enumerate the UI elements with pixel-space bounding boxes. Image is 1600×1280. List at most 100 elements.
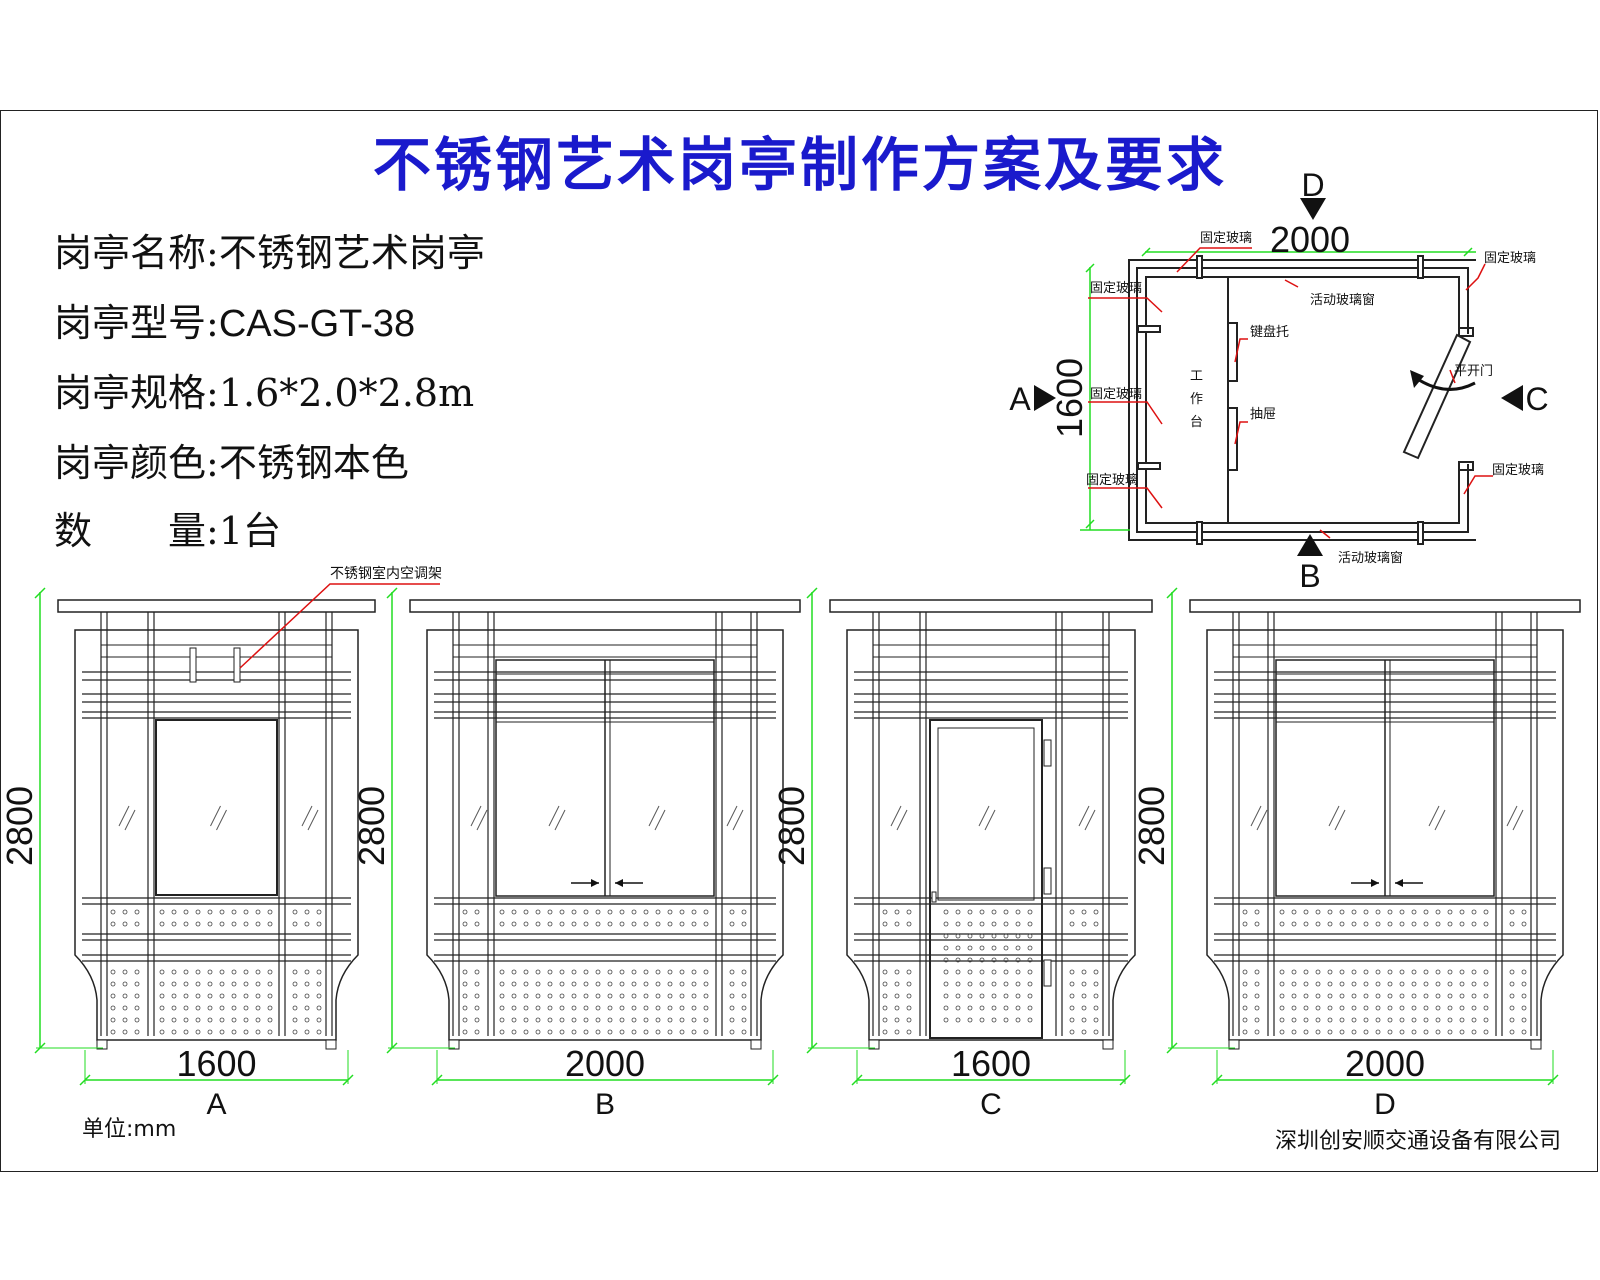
perforation — [134, 909, 140, 915]
perforation — [267, 981, 273, 987]
perforation — [255, 969, 261, 975]
perforation — [1254, 993, 1260, 999]
glass-mark — [1078, 805, 1090, 827]
perforation — [1423, 909, 1429, 915]
perforation — [1015, 921, 1021, 927]
perforation — [292, 993, 298, 999]
perforation — [1327, 969, 1333, 975]
perforation — [1003, 981, 1009, 987]
perforation — [882, 981, 888, 987]
perforation — [219, 1029, 225, 1035]
perforation — [195, 909, 201, 915]
perforation — [1069, 969, 1075, 975]
perforation — [1509, 1005, 1515, 1011]
perforation — [894, 969, 900, 975]
perforation — [1081, 909, 1087, 915]
view-label: D — [1374, 1088, 1396, 1121]
perforation — [134, 1005, 140, 1011]
perforation — [655, 969, 661, 975]
perforation — [607, 921, 613, 927]
perforation — [571, 921, 577, 927]
perforation — [1093, 981, 1099, 987]
perforation — [535, 921, 541, 927]
perforation — [122, 921, 128, 927]
perforation — [729, 1005, 735, 1011]
perforation — [1027, 945, 1033, 951]
perforation — [1435, 1005, 1441, 1011]
perforation — [1291, 993, 1297, 999]
perforation — [1327, 981, 1333, 987]
perforation — [1399, 1029, 1405, 1035]
perforation — [499, 993, 505, 999]
perforation — [631, 1017, 637, 1023]
perforation — [1069, 981, 1075, 987]
perforation — [1027, 933, 1033, 939]
perforation — [547, 993, 553, 999]
glass-mark — [470, 805, 482, 827]
perforation — [1459, 1005, 1465, 1011]
perforation — [535, 981, 541, 987]
perforation — [991, 1005, 997, 1011]
glass-mark — [307, 809, 319, 831]
perforation — [159, 1029, 165, 1035]
perforation — [595, 1029, 601, 1035]
perforation — [122, 993, 128, 999]
perforation — [110, 921, 116, 927]
perforation — [667, 1017, 673, 1023]
perforation — [1471, 1029, 1477, 1035]
label-ac-rack: 不锈钢室内空调架 — [330, 565, 442, 582]
perforation — [1027, 921, 1033, 927]
ac-rack-leader — [239, 583, 440, 669]
glass-mark — [1334, 809, 1346, 831]
perforation — [1242, 909, 1248, 915]
perforation — [679, 981, 685, 987]
perforation — [523, 921, 529, 927]
spec-value: 1台 — [218, 509, 281, 553]
perforation — [1003, 933, 1009, 939]
perforation — [1521, 993, 1527, 999]
spec-value: 不锈钢艺术岗亭 — [218, 231, 485, 275]
perforation — [1254, 969, 1260, 975]
perforation — [1509, 1017, 1515, 1023]
perforation — [1411, 1029, 1417, 1035]
perforation — [316, 921, 322, 927]
perforation — [955, 933, 961, 939]
perforation — [1521, 969, 1527, 975]
perforation — [171, 1029, 177, 1035]
perforation — [691, 981, 697, 987]
ac-rack — [233, 647, 241, 683]
perforation — [906, 1005, 912, 1011]
perforation — [122, 909, 128, 915]
perforation — [571, 1017, 577, 1023]
label-workbench-3: 台 — [1190, 415, 1203, 430]
perforation — [1423, 969, 1429, 975]
dim-height-text: 2800 — [351, 786, 392, 866]
perforation — [1027, 957, 1033, 963]
perforation — [1447, 969, 1453, 975]
perforation — [894, 921, 900, 927]
perforation — [1279, 1017, 1285, 1023]
view-marker-b: B — [1299, 558, 1320, 594]
foot — [448, 1039, 460, 1050]
perforation — [955, 993, 961, 999]
perforation — [1315, 921, 1321, 927]
perforation — [1423, 1005, 1429, 1011]
perforation — [134, 1017, 140, 1023]
perforation — [906, 993, 912, 999]
perforation — [195, 981, 201, 987]
perforation — [967, 933, 973, 939]
perforation — [943, 993, 949, 999]
label-keyboard-tray: 键盘托 — [1250, 324, 1289, 340]
perforation — [195, 1029, 201, 1035]
perforation — [292, 1017, 298, 1023]
perforation — [1387, 921, 1393, 927]
foot — [750, 1039, 762, 1050]
perforation — [231, 981, 237, 987]
roof — [57, 599, 376, 613]
perforation — [499, 969, 505, 975]
perforation — [535, 909, 541, 915]
foot — [868, 1039, 880, 1050]
perforation — [474, 969, 480, 975]
dim-width-text: 1600 — [176, 1043, 256, 1084]
